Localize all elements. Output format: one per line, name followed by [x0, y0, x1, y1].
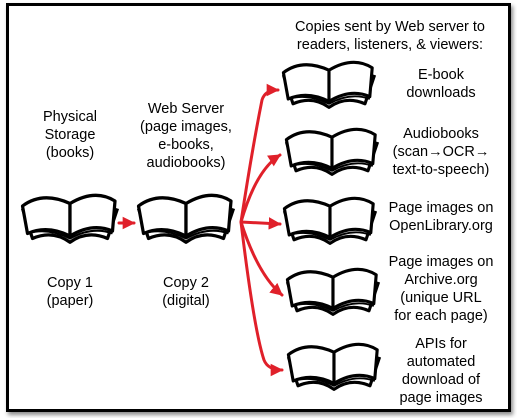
open-book-icon: [20, 193, 120, 244]
open-book-icon: [136, 193, 236, 244]
output-apis-label: APIs for automated download of page imag…: [399, 336, 483, 406]
open-book-icon: [284, 127, 380, 176]
open-book-icon: [282, 196, 378, 245]
output-audiobooks-label: Audiobooks (scan→OCR→ text-to-speech): [392, 126, 490, 178]
arrow-to-archive: [239, 220, 284, 297]
copy2-caption: Copy 2 (digital): [162, 275, 210, 309]
physical-storage-label: Physical Storage (books): [43, 109, 97, 161]
output-openlibrary-label: Page images on OpenLibrary.org: [388, 200, 494, 234]
open-book-icon: [286, 342, 382, 391]
output-archive-label: Page images on Archive.org (unique URL f…: [388, 254, 494, 324]
copy1-caption: Copy 1 (paper): [46, 275, 94, 309]
open-book-icon: [285, 267, 381, 316]
header-text: Copies sent by Web server to readers, li…: [295, 19, 485, 53]
open-book-icon: [281, 60, 377, 109]
arrow-to-apis: [239, 220, 284, 377]
arrow-to-ebook: [239, 83, 280, 224]
web-server-label: Web Server (page images, e-books, audiob…: [140, 101, 232, 171]
arrow-to-openlibrary: [239, 217, 282, 230]
arrow-to-audiobooks: [239, 153, 282, 224]
output-ebook-label: E-book downloads: [406, 67, 476, 101]
